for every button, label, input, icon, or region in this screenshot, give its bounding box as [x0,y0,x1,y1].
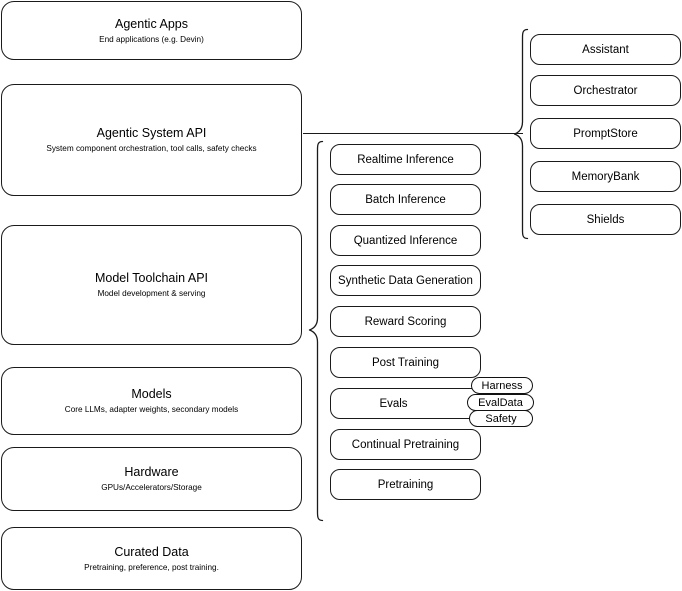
agentic-component-shields[interactable]: Shields [530,204,681,235]
layer-title: Models [131,387,172,401]
brace-agentic-column [513,28,529,240]
layer-models[interactable]: Models Core LLMs, adapter weights, secon… [1,367,302,435]
layer-subtitle: Model development & serving [97,289,206,298]
capability-quantized-inference[interactable]: Quantized Inference [330,225,481,256]
layer-curated-data[interactable]: Curated Data Pretraining, preference, po… [1,527,302,590]
layer-agentic-system-api[interactable]: Agentic System API System component orch… [1,84,302,196]
capability-label: Realtime Inference [357,153,454,166]
connector-line-agentic-system [303,133,523,134]
agentic-component-assistant[interactable]: Assistant [530,34,681,65]
layer-subtitle: Pretraining, preference, post training. [84,562,219,572]
eval-subcomponent-harness[interactable]: Harness [471,377,533,394]
layer-subtitle: System component orchestration, tool cal… [46,144,257,153]
eval-subcomponent-label: Harness [481,379,523,392]
layer-subtitle: End applications (e.g. Devin) [99,34,204,44]
layer-title: Model Toolchain API [94,271,209,285]
capability-label: Pretraining [377,478,434,491]
agentic-component-label: Shields [586,213,625,226]
layer-title: Hardware [124,465,179,479]
eval-subcomponent-safety[interactable]: Safety [469,410,533,427]
layer-title: Curated Data [114,544,189,559]
capability-batch-inference[interactable]: Batch Inference [330,184,481,215]
layer-model-toolchain-api[interactable]: Model Toolchain API Model development & … [1,225,302,345]
capability-evals[interactable]: Evals [330,388,481,419]
layer-title: Agentic System API [96,126,207,140]
layer-title: Agentic Apps [115,16,188,31]
capability-realtime-inference[interactable]: Realtime Inference [330,144,481,175]
capability-reward-scoring[interactable]: Reward Scoring [330,306,481,337]
agentic-component-memorybank[interactable]: MemoryBank [530,161,681,192]
capability-label: Evals [379,397,408,410]
capability-synthetic-data-generation[interactable]: Synthetic Data Generation [330,265,481,296]
eval-subcomponent-label: EvalData [478,396,523,409]
capability-post-training[interactable]: Post Training [330,347,481,378]
capability-label: Post Training [371,356,440,369]
agentic-component-orchestrator[interactable]: Orchestrator [530,75,681,106]
eval-subcomponent-evaldata[interactable]: EvalData [467,394,534,411]
agentic-component-label: Orchestrator [573,84,638,97]
agentic-component-promptstore[interactable]: PromptStore [530,118,681,149]
capability-label: Synthetic Data Generation [338,274,473,287]
capability-label: Batch Inference [365,193,446,206]
capability-label: Quantized Inference [353,234,458,247]
capability-label: Continual Pretraining [351,438,460,451]
agentic-component-label: MemoryBank [571,170,640,183]
brace-toolchain-column [308,140,324,522]
layer-subtitle: Core LLMs, adapter weights, secondary mo… [64,405,239,414]
agentic-component-label: PromptStore [573,127,638,140]
capability-continual-pretraining[interactable]: Continual Pretraining [330,429,481,460]
capability-label: Reward Scoring [364,315,447,328]
layer-subtitle: GPUs/Accelerators/Storage [101,483,202,492]
eval-subcomponent-label: Safety [485,412,517,425]
agentic-component-label: Assistant [582,43,629,56]
layer-agentic-apps[interactable]: Agentic Apps End applications (e.g. Devi… [1,1,302,60]
layer-hardware[interactable]: Hardware GPUs/Accelerators/Storage [1,447,302,511]
capability-pretraining[interactable]: Pretraining [330,469,481,500]
